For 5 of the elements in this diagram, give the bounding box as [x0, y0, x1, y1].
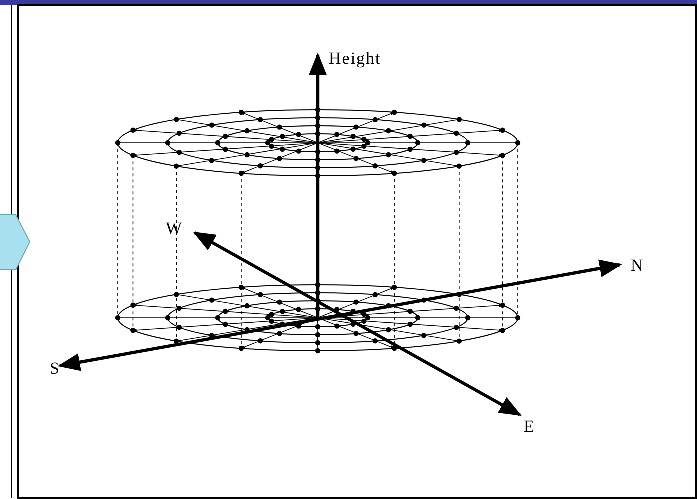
compass-direction-label: E: [524, 418, 534, 435]
compass-direction-label: W: [166, 220, 182, 237]
axis-label: Height: [329, 50, 382, 67]
compass-direction-label: N: [631, 257, 644, 274]
compass-direction-label: S: [50, 360, 60, 377]
